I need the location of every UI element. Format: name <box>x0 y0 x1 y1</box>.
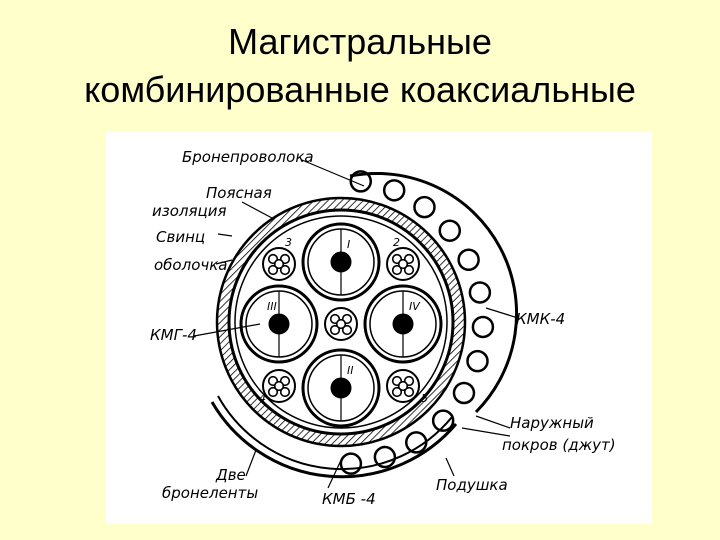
symmetric-quad <box>386 369 420 403</box>
label-two-tapes-2: бронеленты <box>162 484 258 502</box>
armor-tape-inner <box>217 395 453 471</box>
coaxial-tube: I <box>301 222 381 302</box>
leader-lines <box>193 159 519 489</box>
label-lead-sheath-1: Свинц <box>156 228 205 246</box>
coaxial-tube: II <box>301 348 381 428</box>
tube-number: I <box>347 238 350 251</box>
armor-wire <box>431 409 455 432</box>
slide-title: Магистральные комбинированные коаксиальн… <box>0 18 720 114</box>
symmetric-quad <box>386 247 420 281</box>
label-armor-wire: Бронепроволока <box>182 148 314 166</box>
label-belt-insulation-1: Поясная <box>206 184 272 202</box>
label-two-tapes-1: Две <box>215 466 246 484</box>
pair-number: 3 <box>285 236 292 249</box>
label-outer-cover-1: Наружный <box>510 414 594 432</box>
armor-wire <box>339 452 363 475</box>
title-line-1: Магистральные <box>228 21 492 62</box>
coaxial-tube: III <box>239 284 319 364</box>
label-outer-cover-2: покров (джут) <box>502 436 616 454</box>
armor-wire <box>452 381 476 405</box>
symmetric-quad <box>324 307 358 341</box>
label-pad: Подушка <box>436 476 508 494</box>
armor-wire <box>457 248 480 272</box>
tube-number: III <box>267 300 277 313</box>
armor-wire <box>413 195 436 219</box>
title-line-2: комбинированные коаксиальные <box>84 69 636 110</box>
tube-number: IV <box>409 300 421 313</box>
coaxial-tube: IV <box>363 284 443 364</box>
label-kmb4: КМБ -4 <box>322 490 376 508</box>
armor-wire <box>438 219 462 242</box>
armor-wire-ring <box>339 170 495 475</box>
armor-wire <box>404 431 428 454</box>
armor-wire <box>471 315 495 339</box>
armor-wire <box>466 349 489 373</box>
armor-wire <box>373 445 397 469</box>
tube-number: II <box>347 364 354 377</box>
armor-wire <box>468 281 492 304</box>
pair-number: 5 <box>421 392 428 405</box>
label-lead-sheath-2: оболочка <box>154 256 227 274</box>
armor-wire <box>382 179 406 202</box>
armor-tape-outer <box>210 401 458 479</box>
outer-cover-arc <box>349 171 519 414</box>
label-kmg4: КМГ-4 <box>150 326 197 344</box>
label-belt-insulation-2: изоляция <box>152 202 227 220</box>
symmetric-quad <box>262 247 296 281</box>
pair-number: 2 <box>393 236 400 249</box>
pair-number: 4 <box>259 392 266 405</box>
symmetric-quad <box>262 369 296 403</box>
label-kmk4: КМК-4 <box>516 310 565 328</box>
